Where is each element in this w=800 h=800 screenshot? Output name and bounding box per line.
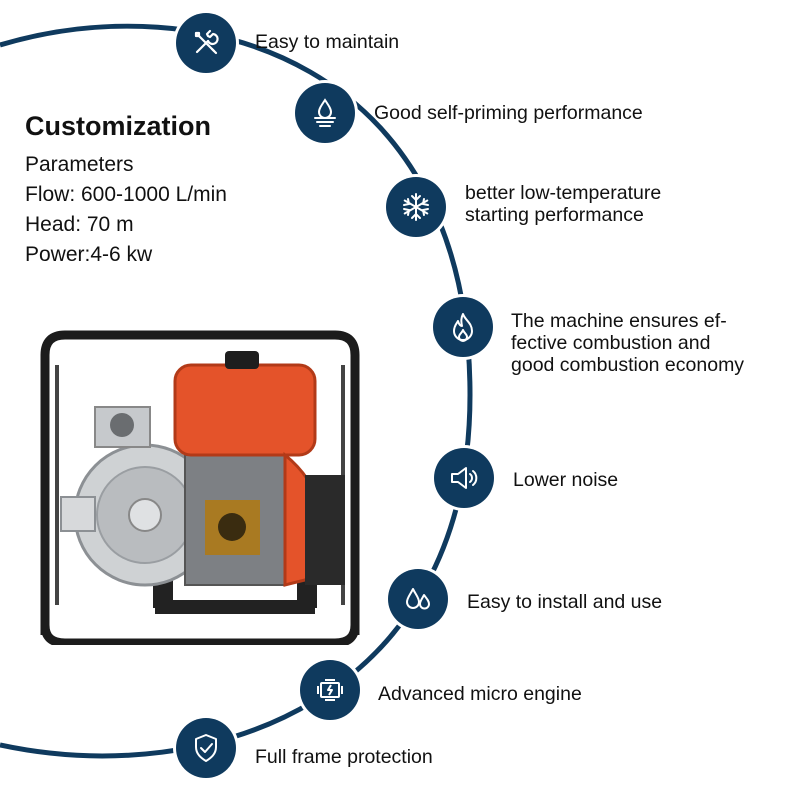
feature-label-micro-engine: Advanced micro engine: [378, 683, 582, 705]
water-drops-icon: [388, 569, 448, 629]
engine-icon: [300, 660, 360, 720]
feature-label-maintain: Easy to maintain: [255, 31, 400, 53]
spec-power: Power:4-6 kw: [25, 243, 153, 266]
flame-icon: [433, 297, 493, 357]
spec-title: Customization: [25, 111, 211, 141]
spec-parameters-heading: Parameters: [25, 153, 134, 176]
feature-label-install: Easy to install and use: [467, 591, 663, 613]
wrench-screwdriver-icon: [176, 13, 236, 73]
feature-label-combustion: The machine ensures ef-fective combustio…: [511, 310, 745, 376]
shield-check-icon: [176, 718, 236, 778]
spec-head: Head: 70 m: [25, 213, 134, 236]
feature-label-noise: Lower noise: [513, 469, 619, 491]
spec-flow: Flow: 600-1000 L/min: [25, 183, 227, 206]
speaker-icon: [434, 448, 494, 508]
water-drop-icon: [295, 83, 355, 143]
spec-block: Customization Parameters Flow: 600-1000 …: [25, 108, 227, 270]
snowflake-icon: [386, 177, 446, 237]
feature-label-frame: Full frame protection: [255, 746, 433, 768]
water-pump-image: [40, 330, 360, 645]
feature-label-self-priming: Good self-priming performance: [374, 102, 643, 124]
